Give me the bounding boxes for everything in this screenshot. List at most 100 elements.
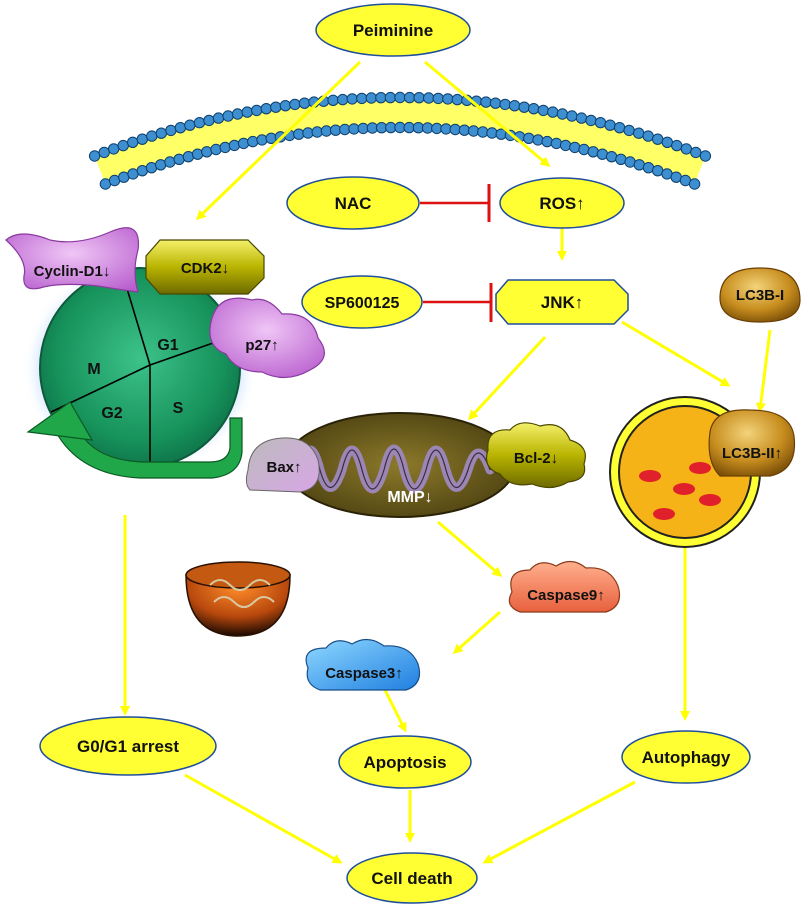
lipid-head [556, 108, 569, 120]
vesicle-cargo [639, 470, 661, 482]
lipid-head [136, 133, 149, 145]
lipid-head [98, 146, 110, 159]
lipid-head [356, 92, 368, 105]
lipid-head [219, 141, 231, 154]
lipid-head [642, 130, 654, 142]
connectors [120, 60, 772, 864]
mmp-label: MMP↓ [387, 489, 432, 506]
bax-label: Bax↑ [266, 459, 301, 476]
vesicle-cargo [699, 494, 721, 506]
lipid-head [165, 124, 177, 137]
cell-cycle: G1 S G2 M Cyclin-D1↓ CDK2↓ p27↑ [5, 227, 325, 479]
lipid-head [184, 119, 196, 131]
lipid-head [550, 137, 563, 150]
cycle-arrow-head [26, 401, 94, 441]
nac-label: NAC [335, 194, 372, 213]
lipid-head [569, 141, 581, 154]
lipid-head [117, 139, 129, 152]
lipid-head [375, 92, 387, 104]
lipid-head [413, 92, 425, 104]
arrow-caspase9-to-caspase3 [452, 610, 501, 654]
g0g1-arrest-label: G0/G1 arrest [77, 737, 179, 756]
lipid-head [222, 110, 234, 122]
lipid-head [523, 132, 535, 145]
lipid-head [537, 104, 549, 117]
lipid-head [228, 139, 241, 152]
lipid-head [327, 94, 339, 107]
autophagosome: LC3B-II↑ [609, 396, 796, 548]
ros-node: ROS↑ [499, 177, 625, 229]
lipid-head [237, 137, 250, 150]
arrow-caspase3-to-apoptosis [383, 689, 407, 733]
dna-strand [209, 579, 271, 591]
lipid-head [508, 100, 521, 112]
vesicle-cargo [653, 508, 675, 520]
lipid-head [346, 93, 358, 105]
lipid-head [442, 93, 454, 105]
lipid-head [384, 91, 397, 104]
caspase3-label: Caspase3↑ [325, 665, 403, 682]
cell-death-label: Cell death [371, 869, 452, 888]
lipid-head [127, 136, 139, 149]
lc3b-i-label: LC3B-I [736, 287, 784, 304]
arrow-lc3bi-to-lc3bii [755, 329, 772, 413]
lipid-head [594, 117, 607, 129]
cell-death-node: Cell death [346, 852, 478, 904]
dna-strand [213, 596, 275, 608]
peiminine-node: Peiminine [315, 3, 471, 57]
phase-m-label: M [87, 361, 100, 378]
lipid-head [270, 101, 282, 113]
dna-bowl [185, 561, 291, 637]
lipid-head [365, 92, 377, 104]
arrow-jnk-to-mito [467, 335, 547, 421]
lipid-head [623, 124, 635, 137]
lipid-head [423, 92, 435, 104]
autophagy-label: Autophagy [642, 748, 731, 767]
mitochondrion: MMP↓ Bax↑ Bcl-2↓ [245, 412, 586, 518]
lipid-head [256, 134, 268, 146]
phase-s-label: S [173, 400, 184, 417]
arrow-mito-to-caspase9 [437, 520, 503, 577]
lipid-head [532, 134, 544, 146]
sp600125-node: SP600125 [301, 275, 423, 329]
p27-label: p27↑ [245, 337, 278, 354]
mito-cristae-outline [299, 448, 491, 490]
arrow-arrest-to-death [184, 773, 343, 864]
lipid-head [661, 136, 673, 149]
caspase9-label: Caspase9↑ [527, 587, 605, 604]
lipid-head [605, 151, 618, 163]
jnk-node: JNK↑ [495, 279, 629, 325]
cell-membrane [88, 91, 712, 190]
lipid-head [575, 112, 588, 124]
apoptosis-label: Apoptosis [363, 753, 446, 772]
lipid-head [699, 150, 712, 162]
peiminine-label: Peiminine [353, 21, 433, 40]
lipid-head [247, 135, 259, 148]
lipid-head [680, 143, 692, 155]
lipid-head [432, 92, 444, 105]
lipid-head [578, 143, 590, 156]
lipid-head [633, 127, 645, 139]
lc3b-ii-node: LC3B-II↑ [708, 409, 796, 477]
lipid-head [403, 91, 416, 104]
lipid-head [451, 93, 463, 106]
lipid-head [337, 93, 349, 106]
lc3b-ii-label: LC3B-II↑ [722, 445, 782, 462]
bcl2-node: Bcl-2↓ [485, 422, 586, 489]
ros-label: ROS↑ [539, 194, 584, 213]
lipid-head [559, 139, 572, 152]
jnk-label: JNK↑ [541, 293, 584, 312]
vesicle-cargo [689, 462, 711, 474]
arrow-peiminine-to-ros [424, 60, 551, 167]
lipid-head [480, 96, 492, 108]
arrow-peiminine-to-cycle [195, 60, 362, 221]
lipid-head [489, 97, 502, 109]
lipid-head [298, 97, 311, 109]
membrane-tail-band [95, 99, 705, 183]
vesicle-cargo [673, 483, 695, 495]
cyclin-d1-label: Cyclin-D1↓ [34, 263, 111, 280]
lipid-head [108, 143, 120, 155]
membrane-heads-outer [88, 91, 712, 162]
